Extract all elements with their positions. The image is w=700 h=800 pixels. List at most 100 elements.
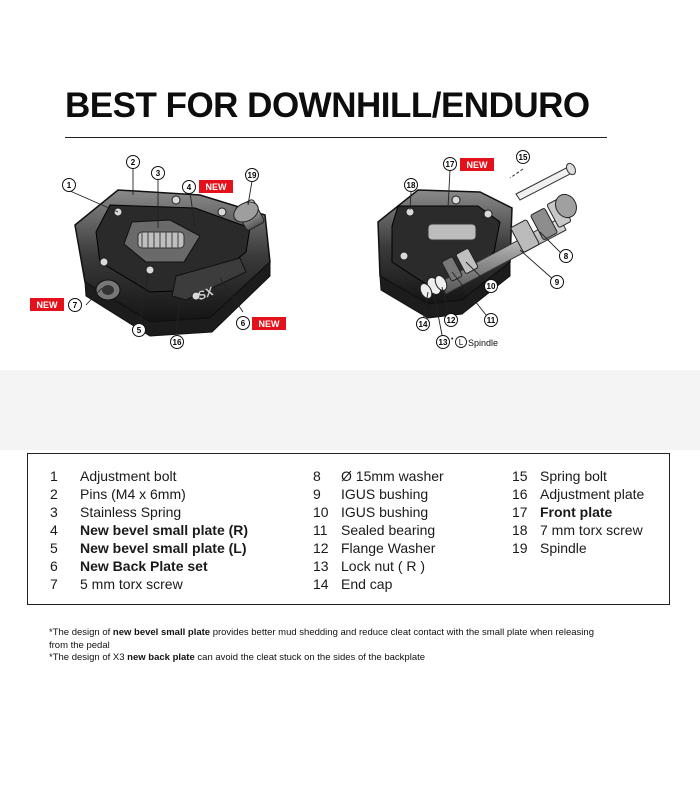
pedal-diagrams: SX: [30, 150, 577, 349]
part-number: 11: [313, 522, 328, 538]
svg-text:SX: SX: [196, 284, 217, 303]
callout-15: 15: [516, 150, 530, 164]
background-band: [0, 370, 700, 450]
part-number: 17: [512, 504, 528, 520]
part-row: 11 Sealed bearing: [313, 521, 444, 539]
part-number: 14: [313, 576, 329, 592]
svg-text:•: •: [451, 336, 454, 343]
part-number: 8: [313, 468, 321, 484]
callout-label: 5: [137, 326, 142, 335]
callout-label: 18: [407, 181, 416, 190]
part-label: Front plate: [540, 504, 613, 520]
part-label: Lock nut ( R ): [341, 558, 426, 574]
part-row: 1 Adjustment bolt: [50, 467, 248, 485]
title-rule: [65, 137, 607, 138]
part-number: 9: [313, 486, 321, 502]
new-badge-17: NEW: [460, 158, 494, 171]
badge-text: NEW: [467, 160, 489, 170]
callout-17: 17: [443, 157, 457, 171]
part-number: 10: [313, 504, 329, 520]
callout-label: 10: [487, 282, 496, 291]
left-pedal-illustration: SX: [74, 189, 271, 337]
callout-5: 5: [132, 323, 146, 337]
part-number: 1: [50, 468, 58, 484]
part-label: 7 mm torx screw: [540, 522, 643, 538]
callout-9: 9: [550, 275, 564, 289]
callout-label: 13: [439, 338, 448, 347]
part-label: Pins (M4 x 6mm): [80, 486, 186, 502]
leader-lines: [69, 168, 565, 341]
callout-8: 8: [559, 249, 573, 263]
part-number: 18: [512, 522, 528, 538]
new-badge-4: NEW: [199, 180, 233, 193]
part-label: Adjustment bolt: [80, 468, 177, 484]
part-number: 2: [50, 486, 58, 502]
callouts-left: 1 2 3 4 19 7 5 16 6: [62, 155, 259, 349]
callout-label: 11: [487, 316, 496, 325]
footnotes: *The design of new bevel small plate pro…: [49, 627, 679, 665]
part-label: New Back Plate set: [80, 558, 208, 574]
callout-label: 17: [446, 160, 455, 169]
part-label: 5 mm torx screw: [80, 576, 183, 592]
callout-3: 3: [151, 166, 165, 180]
badge-text: NEW: [259, 319, 281, 329]
part-row: 5 New bevel small plate (L): [50, 539, 248, 557]
badge-text: NEW: [37, 300, 59, 310]
callout-4: 4: [182, 180, 196, 194]
callout-label: 15: [519, 153, 528, 162]
part-label: Spring bolt: [540, 468, 607, 484]
callout-2: 2: [126, 155, 140, 169]
callout-16: 16: [170, 335, 184, 349]
page-title: BEST FOR DOWNHILL/ENDURO: [65, 86, 590, 125]
callout-label: 4: [187, 183, 192, 192]
part-row: 14 End cap: [313, 575, 444, 593]
new-badge-7: NEW: [30, 298, 64, 311]
part-row: 8 Ø 15mm washer: [313, 467, 444, 485]
callout-label: 6: [241, 319, 246, 328]
part-number: 19: [512, 540, 528, 556]
callout-label: 14: [419, 320, 428, 329]
spindle-label-group: • L Spindle: [451, 336, 498, 348]
callout-13: 13: [436, 335, 450, 349]
spindle-label: Spindle: [468, 338, 498, 348]
part-label: Stainless Spring: [80, 504, 182, 520]
callout-label: 7: [73, 301, 78, 310]
part-number: 4: [50, 522, 58, 538]
callout-11: 11: [484, 313, 498, 327]
part-label: End cap: [341, 576, 393, 592]
callout-14: 14: [416, 317, 430, 331]
part-label: Adjustment plate: [540, 486, 645, 502]
footnote-1: *The design of new bevel small plate pro…: [49, 627, 594, 651]
new-badges: NEW NEW NEW NEW: [30, 158, 494, 330]
part-row: 18 7 mm torx screw: [512, 521, 644, 539]
part-label: IGUS bushing: [341, 486, 429, 502]
part-number: 12: [313, 540, 329, 556]
part-row: 10 IGUS bushing: [313, 503, 444, 521]
new-badge-6: NEW: [252, 317, 286, 330]
callout-12: 12: [444, 313, 458, 327]
callout-10: 10: [484, 279, 498, 293]
part-number: 5: [50, 540, 58, 556]
part-label: IGUS bushing: [341, 504, 429, 520]
part-row: 9 IGUS bushing: [313, 485, 444, 503]
part-label: New bevel small plate (L): [80, 540, 247, 556]
spindle-letter: L: [459, 338, 464, 347]
part-row: 2 Pins (M4 x 6mm): [50, 485, 248, 503]
part-label: Ø 15mm washer: [341, 468, 444, 484]
right-pedal-illustration: [377, 162, 577, 319]
callout-label: 9: [555, 278, 560, 287]
part-label: Sealed bearing: [341, 522, 436, 538]
callout-label: 3: [156, 169, 161, 178]
callout-1: 1: [62, 178, 76, 192]
callout-label: 1: [67, 181, 72, 190]
callout-label: 16: [173, 338, 182, 347]
